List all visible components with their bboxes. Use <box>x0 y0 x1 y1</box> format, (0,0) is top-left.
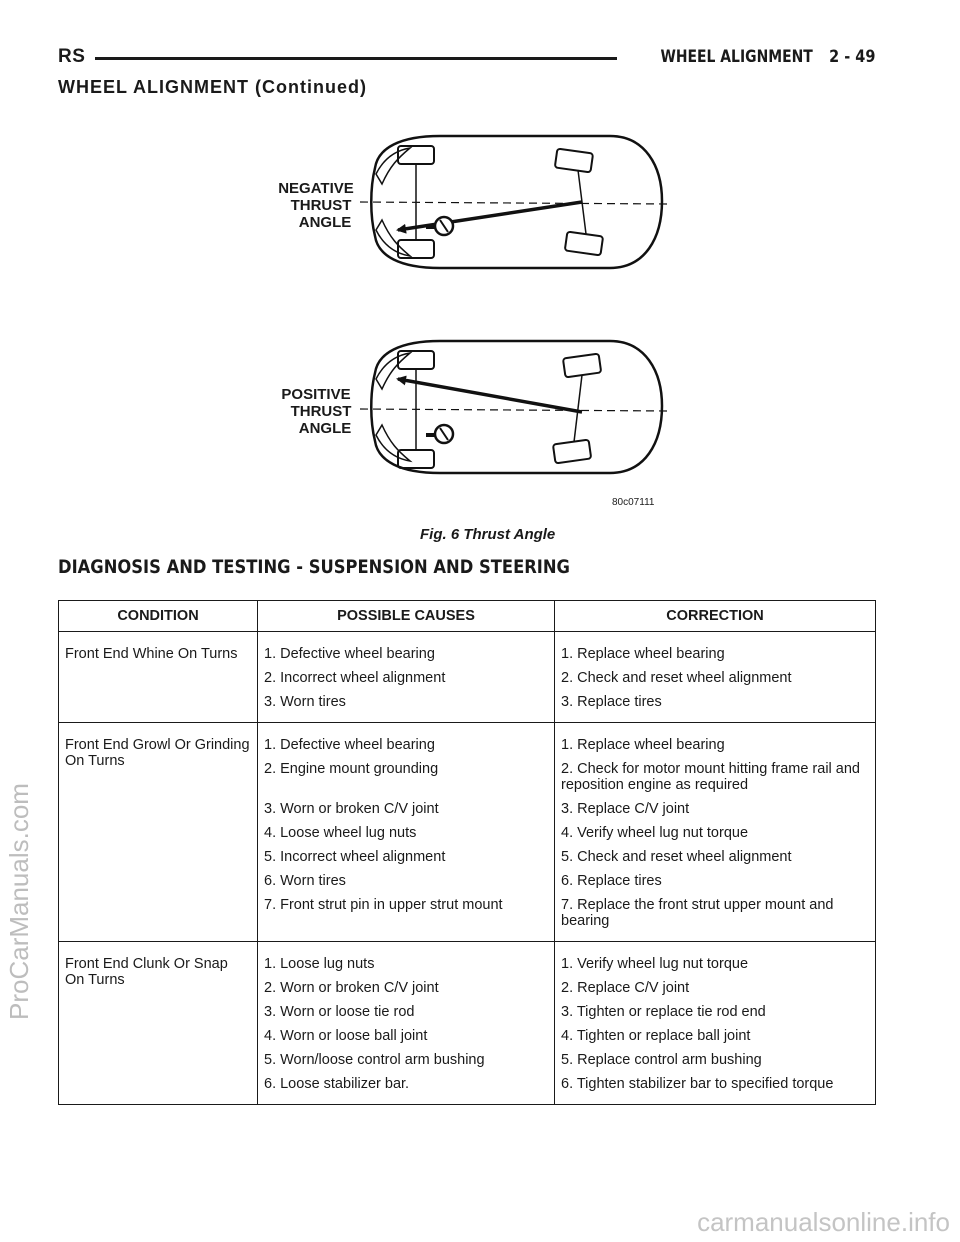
correction-item: 2. Check and reset wheel alignment <box>561 670 792 686</box>
cause-item: 2. Engine mount grounding <box>264 761 439 777</box>
section-heading: DIAGNOSIS AND TESTING - SUSPENSION AND S… <box>58 556 570 578</box>
corrections-cell: 1. Verify wheel lug nut torque 2. Replace… <box>554 941 876 1105</box>
correction-item: 1. Verify wheel lug nut torque <box>561 956 749 972</box>
table-row: Front End Whine On Turns 1. Defective whe… <box>58 631 876 723</box>
condition-cell: Front End Whine On Turns <box>58 631 258 723</box>
thrust-angle-figure: NEGATIVE THRUST ANGLE POSITIVE THRUST AN… <box>250 126 690 516</box>
cause-item: 2. Worn or broken C/V joint <box>264 980 439 996</box>
cause-item: 1. Defective wheel bearing <box>264 737 435 753</box>
correction-item: 5. Check and reset wheel alignment <box>561 849 792 865</box>
correction-item: 3. Replace C/V joint <box>561 801 690 817</box>
corrections-cell: 1. Replace wheel bearing 2. Check for mot… <box>554 722 876 942</box>
condition-text: Front End Clunk Or Snap On Turns <box>65 956 228 988</box>
column-header: POSSIBLE CAUSES <box>257 600 555 632</box>
correction-item: 1. Replace wheel bearing <box>561 646 725 662</box>
correction-item: 5. Replace control arm bushing <box>561 1052 762 1068</box>
cause-item: 4. Loose wheel lug nuts <box>264 825 417 841</box>
table-row: Front End Clunk Or Snap On Turns 1. Loose… <box>58 941 876 1105</box>
correction-item: 4. Tighten or replace ball joint <box>561 1028 751 1044</box>
page-header: RS WHEEL ALIGNMENT 2 - 49 <box>58 43 875 71</box>
label-line: NEGATIVE <box>278 180 354 197</box>
correction-item: 1. Replace wheel bearing <box>561 737 725 753</box>
watermark-left: ProCarManuals.com <box>4 783 34 1020</box>
cause-item: 1. Loose lug nuts <box>264 956 375 972</box>
negative-thrust-angle-label: NEGATIVE THRUST ANGLE <box>268 180 364 231</box>
header-page-number: 2 - 49 <box>828 47 875 67</box>
cause-item: 5. Worn/loose control arm bushing <box>264 1052 485 1068</box>
condition-cell: Front End Clunk Or Snap On Turns <box>58 941 258 1105</box>
label-line: ANGLE <box>298 420 352 437</box>
correction-item: 2. Replace C/V joint <box>561 980 690 996</box>
figure-code: 80c07111 <box>612 497 655 508</box>
header-rule <box>95 56 617 60</box>
column-header: CONDITION <box>58 600 258 632</box>
bottom-car-diagram <box>359 339 671 475</box>
thrust-angle-diagram <box>359 134 671 475</box>
correction-item: 6. Replace tires <box>561 873 662 889</box>
correction-item: 4. Verify wheel lug nut torque <box>561 825 749 841</box>
table-body: Front End Whine On Turns 1. Defective whe… <box>58 631 876 1105</box>
cause-item: 3. Worn or broken C/V joint <box>264 801 439 817</box>
cause-item: 1. Defective wheel bearing <box>264 646 435 662</box>
continued-title: WHEEL ALIGNMENT (Continued) <box>58 77 367 97</box>
cause-item: 6. Loose stabilizer bar. <box>264 1076 410 1092</box>
condition-cell: Front End Growl Or Grinding On Turns <box>58 722 258 942</box>
causes-cell: 1. Loose lug nuts 2. Worn or broken C/V j… <box>257 941 555 1105</box>
positive-thrust-angle-label: POSITIVE THRUST ANGLE <box>268 386 364 437</box>
condition-text: Front End Whine On Turns <box>65 646 238 662</box>
header-section-title: WHEEL ALIGNMENT <box>660 47 813 67</box>
condition-text: Front End Growl Or Grinding On Turns <box>65 737 250 769</box>
causes-cell: 1. Defective wheel bearing 2. Engine moun… <box>257 722 555 942</box>
correction-item: 3. Tighten or replace tie rod end <box>561 1004 766 1020</box>
table-header-row: CONDITION POSSIBLE CAUSES CORRECTION <box>58 600 876 632</box>
corrections-cell: 1. Replace wheel bearing 2. Check and res… <box>554 631 876 723</box>
cause-item: 5. Incorrect wheel alignment <box>264 849 446 865</box>
label-line: POSITIVE <box>281 386 351 403</box>
cause-item: 7. Front strut pin in upper strut mount <box>264 897 503 913</box>
cause-item: 3. Worn tires <box>264 694 346 710</box>
label-line: ANGLE <box>298 214 352 231</box>
header-model-code: RS <box>58 46 86 67</box>
correction-item: 3. Replace tires <box>561 694 662 710</box>
watermark-bottom: carmanualsonline.info <box>697 1207 950 1237</box>
correction-item: 2. Check for motor mount hitting frame r… <box>561 761 860 793</box>
cause-item: 6. Worn tires <box>264 873 346 889</box>
cause-item: 4. Worn or loose ball joint <box>264 1028 428 1044</box>
correction-item: 7. Replace the front strut upper mount a… <box>561 897 834 929</box>
top-car-diagram <box>359 134 671 270</box>
diagnosis-table: CONDITION POSSIBLE CAUSES CORRECTION Fro… <box>58 600 876 1105</box>
causes-cell: 1. Defective wheel bearing 2. Incorrect w… <box>257 631 555 723</box>
column-header: CORRECTION <box>554 600 876 632</box>
cause-item: 3. Worn or loose tie rod <box>264 1004 415 1020</box>
figure-caption: Fig. 6 Thrust Angle <box>420 526 556 543</box>
label-line: THRUST <box>290 197 352 214</box>
label-line: THRUST <box>290 403 352 420</box>
cause-item: 2. Incorrect wheel alignment <box>264 670 446 686</box>
correction-item: 6. Tighten stabilizer bar to specified t… <box>561 1076 834 1092</box>
